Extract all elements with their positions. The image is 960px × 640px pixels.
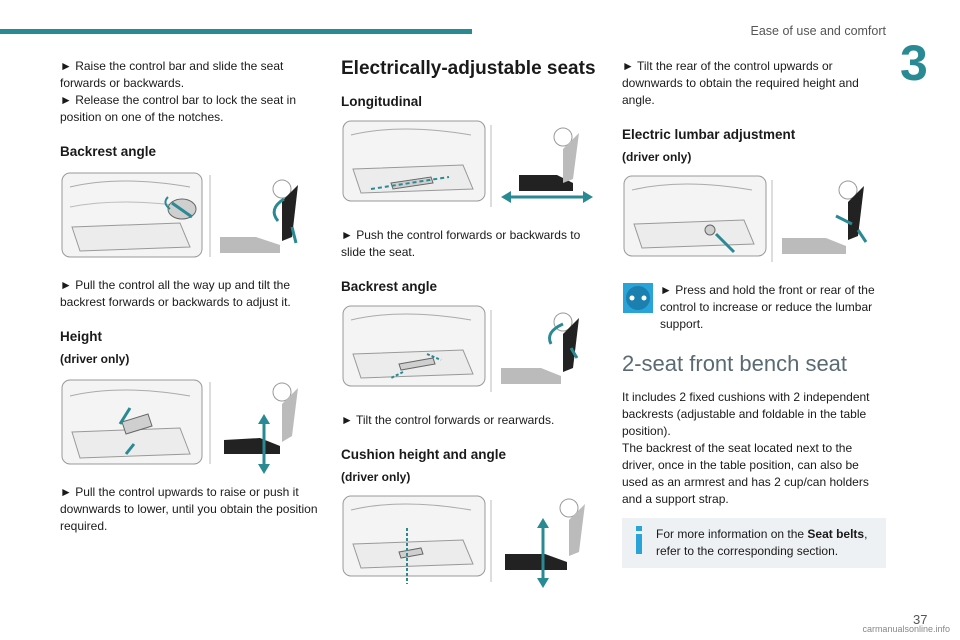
manual-backrest-illustration	[60, 167, 312, 267]
lumbar-instruction: ► Press and hold the front or rear of th…	[660, 283, 875, 331]
column-2: Electrically-adjustable seats Longitudin…	[341, 58, 603, 602]
chapter-number: 3	[900, 35, 928, 91]
intro-paragraph-2: ► Release the control bar to lock the se…	[60, 93, 297, 124]
bench-seat-heading: 2-seat front bench seat	[622, 351, 848, 376]
column-3: ► Tilt the rear of the control upwards o…	[622, 58, 886, 568]
height-instruction: ► Pull the control upwards to raise or p…	[60, 485, 318, 533]
lumbar-illustration	[622, 172, 874, 272]
backrest-angle-heading: Backrest angle	[60, 144, 157, 159]
info-text-prefix: For more information on the	[656, 527, 808, 541]
longitudinal-illustration	[341, 117, 593, 217]
seat-belts-link[interactable]: Seat belts	[807, 527, 865, 541]
cushion-illustration	[341, 492, 593, 592]
column-1: ► Raise the control bar and slide the se…	[60, 58, 322, 535]
lumbar-control-icon	[623, 283, 653, 313]
electric-backrest-illustration	[341, 302, 593, 402]
info-text-suffix: , refer to the corresponding section.	[656, 527, 868, 558]
info-icon	[636, 526, 642, 554]
seat-recline-icon	[342, 305, 579, 392]
lumbar-subheading: (driver only)	[622, 150, 692, 164]
lumbar-instruction-row: ► Press and hold the front or rear of th…	[622, 282, 886, 333]
longitudinal-instruction: ► Push the control forwards or backwards…	[341, 228, 581, 259]
backrest-instruction: ► Pull the control all the way up and ti…	[60, 278, 291, 309]
height-heading: Height	[60, 329, 102, 344]
seat-cushion-icon	[342, 495, 585, 588]
seat-slide-icon	[342, 120, 593, 207]
lumbar-heading: Electric lumbar adjustment	[622, 127, 796, 142]
info-box: For more information on the Seat belts, …	[622, 518, 886, 568]
longitudinal-heading: Longitudinal	[341, 94, 422, 109]
bench-paragraph-1: It includes 2 fixed cushions with 2 inde…	[622, 390, 870, 438]
watermark: carmanualsonline.info	[862, 624, 950, 634]
seat-lumbar-icon	[623, 175, 868, 262]
electric-backrest-heading: Backrest angle	[341, 279, 438, 294]
electric-backrest-instruction: ► Tilt the control forwards or rearwards…	[341, 413, 555, 427]
intro-paragraph-1: ► Raise the control bar and slide the se…	[60, 59, 284, 90]
bench-paragraph-2: The backrest of the seat located next to…	[622, 441, 869, 506]
seat-backrest-icon	[61, 172, 298, 258]
seat-height-icon	[61, 379, 298, 474]
section-title: Ease of use and comfort	[750, 24, 887, 38]
height-subheading: (driver only)	[60, 352, 130, 366]
page-number: 37	[913, 612, 928, 627]
cushion-subheading: (driver only)	[341, 470, 411, 484]
electric-seats-title: Electrically-adjustable seats	[341, 58, 596, 79]
top-accent-bar	[0, 29, 472, 34]
cushion-heading: Cushion height and angle	[341, 447, 506, 462]
cushion-instruction: ► Tilt the rear of the control upwards o…	[622, 59, 859, 107]
manual-height-illustration	[60, 374, 312, 474]
